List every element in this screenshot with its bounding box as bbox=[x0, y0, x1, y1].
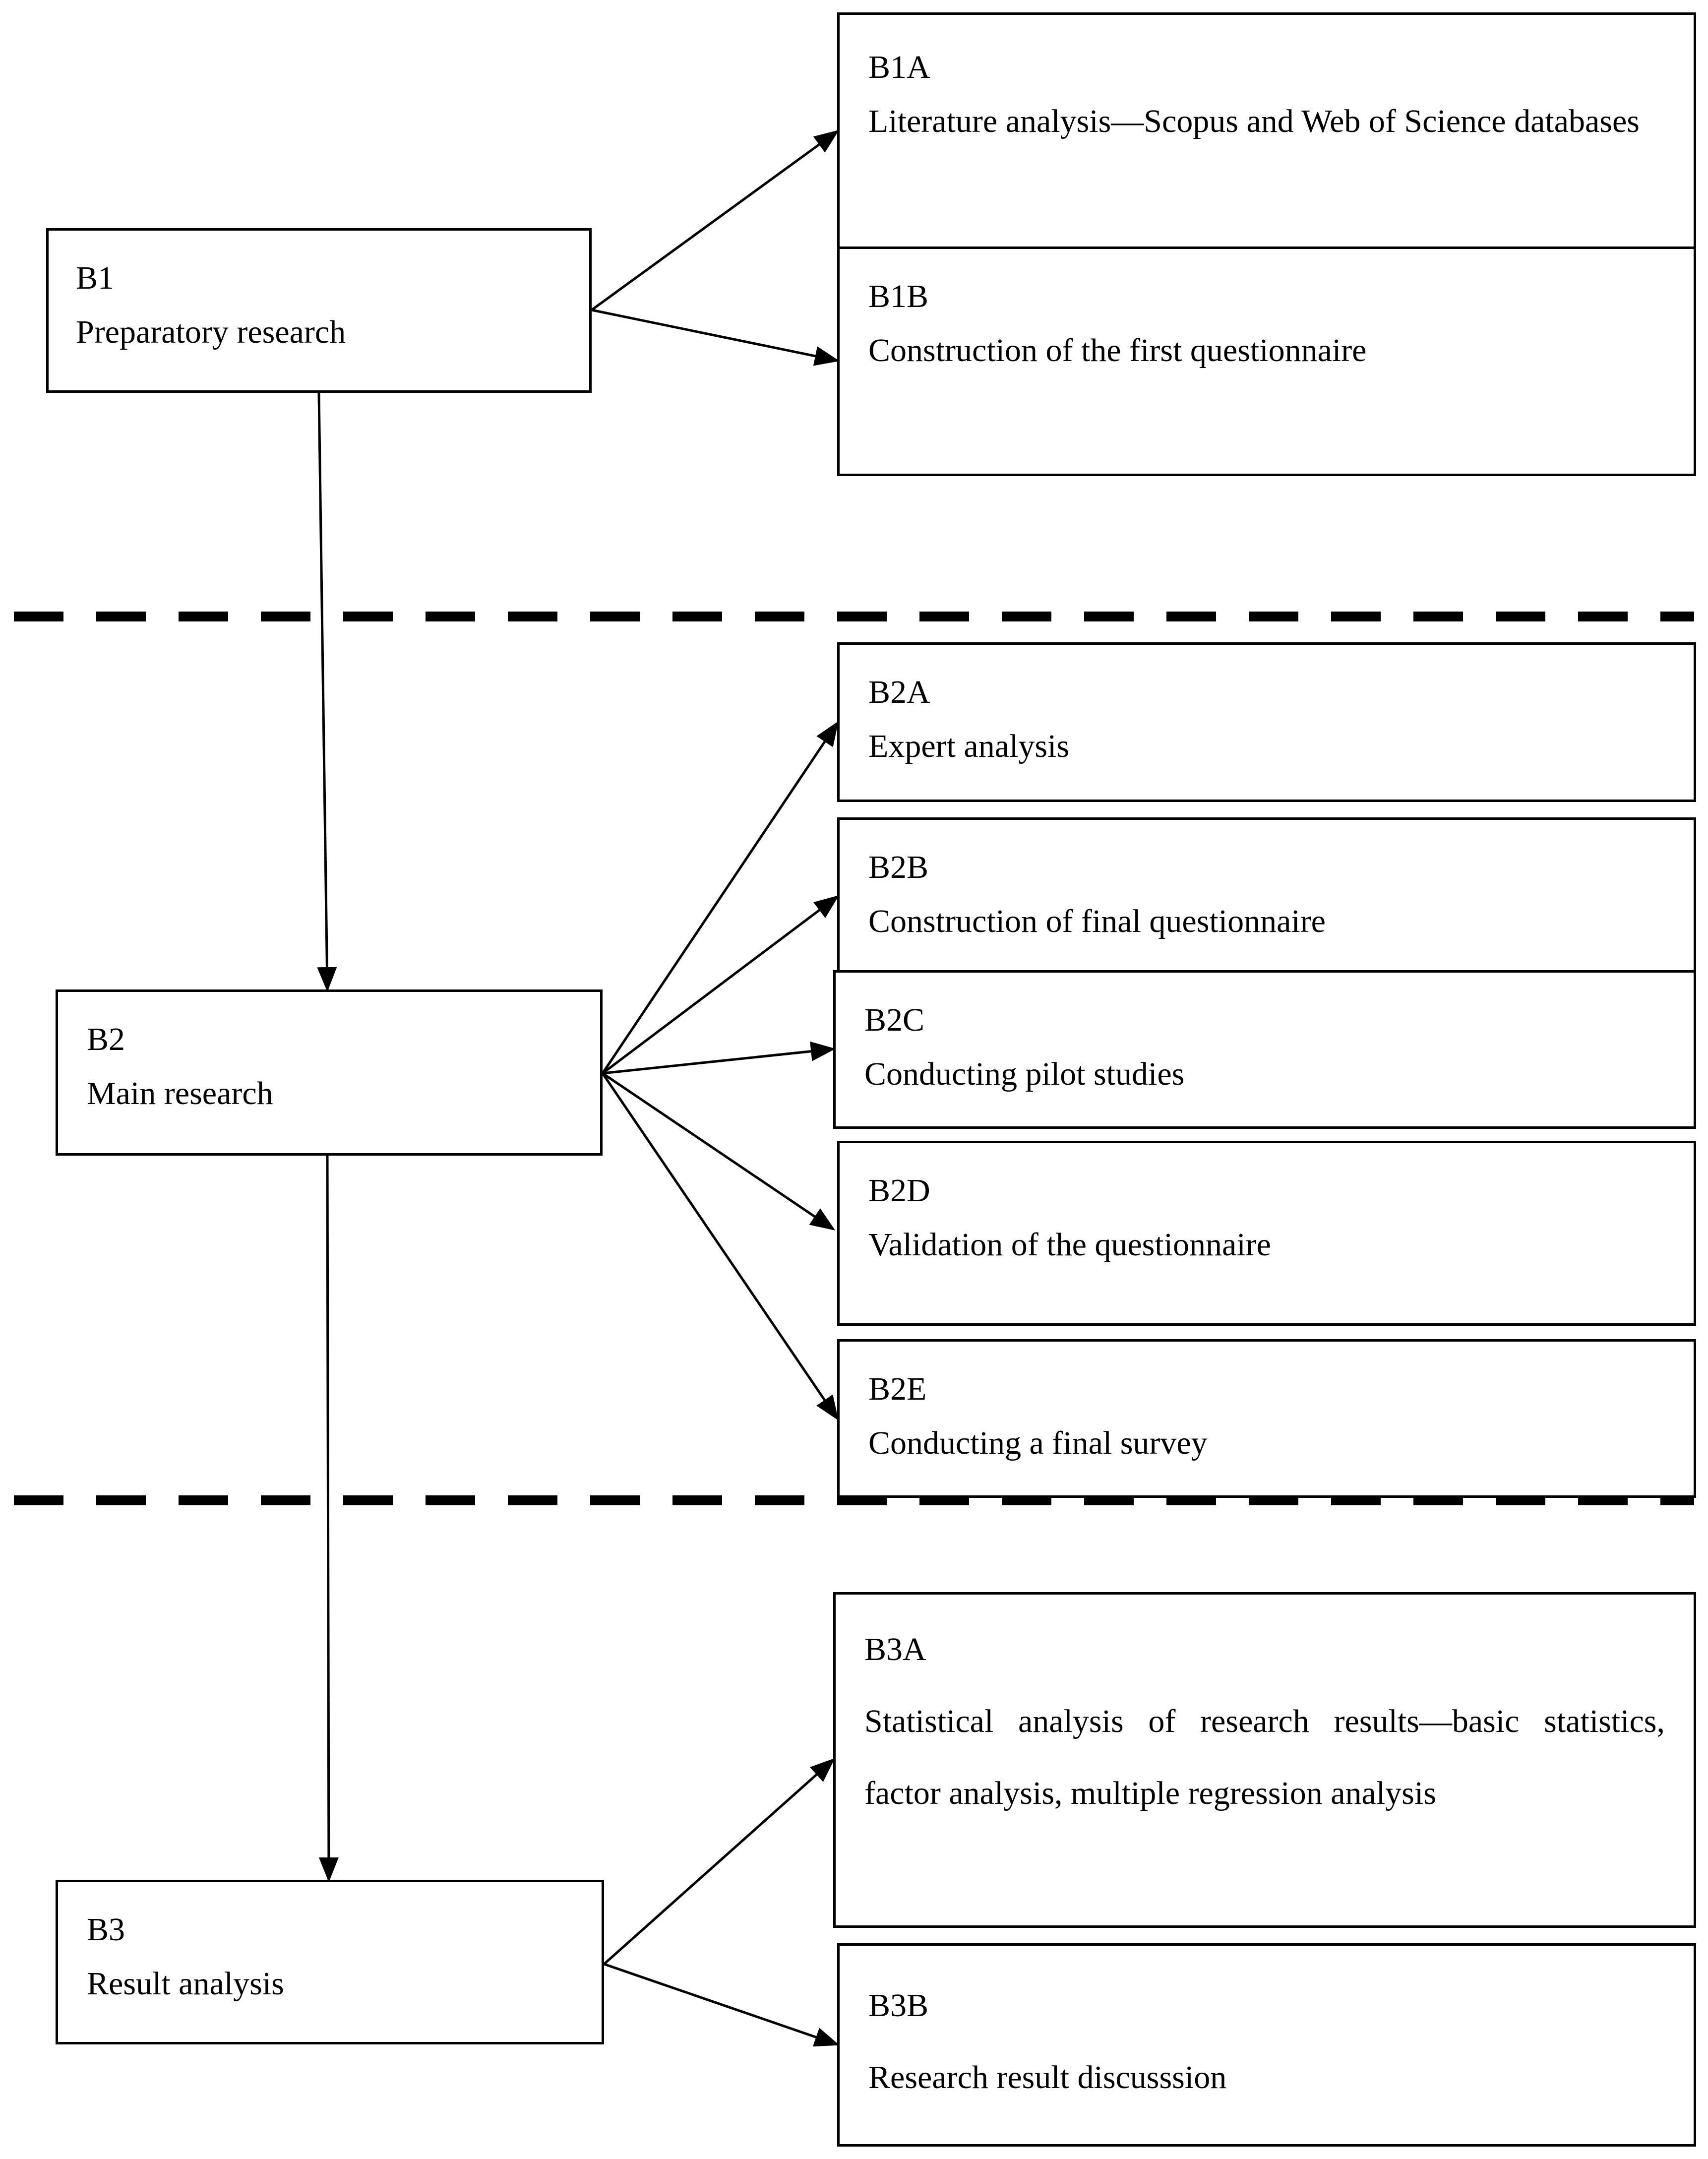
step-b3a-code: B3A bbox=[864, 1631, 926, 1667]
stage-b3-box: B3 Result analysis bbox=[56, 1880, 604, 2044]
step-b3b-label: Research result discusssion bbox=[868, 2059, 1227, 2096]
step-b2d-label: Validation of the questionnaire bbox=[868, 1226, 1271, 1263]
step-b1a-box: B1A Literature analysis—Scopus and Web o… bbox=[837, 12, 1696, 249]
arrow-b1-b2 bbox=[317, 392, 337, 992]
arrow-b3-b3b bbox=[604, 1963, 840, 2047]
stage-b1-box: B1 Preparatory research bbox=[46, 228, 592, 393]
arrow-b2-b2a bbox=[601, 721, 839, 1074]
step-b3b-code: B3B bbox=[868, 1987, 929, 2024]
step-b2e-box: B2E Conducting a final survey bbox=[837, 1339, 1696, 1498]
arrow-b2-b3 bbox=[318, 1155, 339, 1882]
step-b1b-label: Construction of the first questionnaire bbox=[868, 332, 1367, 369]
stage-b1-label: Preparatory research bbox=[76, 313, 346, 350]
stage-b2-code: B2 bbox=[87, 1021, 125, 1057]
arrow-b2-b2c bbox=[602, 1041, 836, 1075]
step-b1a-label: Literature analysis—Scopus and Web of Sc… bbox=[868, 103, 1640, 139]
step-b1b-code: B1B bbox=[868, 278, 929, 314]
step-b2e-label: Conducting a final survey bbox=[868, 1424, 1208, 1461]
step-b2b-label: Construction of final questionnaire bbox=[868, 903, 1326, 939]
step-b3a-box: B3A Statistical analysis of research res… bbox=[833, 1592, 1696, 1928]
stage-b3-label: Result analysis bbox=[87, 1965, 284, 2002]
arrow-b1-b1a bbox=[591, 130, 840, 311]
arrow-b2-b2e bbox=[601, 1072, 839, 1421]
step-b2d-code: B2D bbox=[868, 1172, 930, 1209]
stage-b1-code: B1 bbox=[76, 260, 115, 296]
arrow-b1-b1b bbox=[591, 308, 840, 366]
step-b1a-code: B1A bbox=[868, 49, 930, 85]
arrow-b2-b2b bbox=[602, 895, 839, 1074]
step-b2a-code: B2A bbox=[868, 674, 930, 710]
step-b2b-code: B2B bbox=[868, 849, 929, 885]
step-b1b-box: B1B Construction of the first questionna… bbox=[837, 247, 1696, 476]
step-b2b-box: B2B Construction of final questionnaire bbox=[837, 817, 1696, 976]
arrow-b2-b2d bbox=[602, 1072, 836, 1231]
step-b2d-box: B2D Validation of the questionnaire bbox=[837, 1141, 1696, 1326]
step-b2a-box: B2A Expert analysis bbox=[837, 642, 1696, 802]
step-b3a-label: Statistical analysis of research results… bbox=[864, 1703, 1665, 1812]
stage-b3-code: B3 bbox=[87, 1912, 125, 1948]
step-b2a-label: Expert analysis bbox=[868, 728, 1070, 764]
stage-b2-label: Main research bbox=[87, 1075, 273, 1111]
step-b3b-box: B3B Research result discusssion bbox=[837, 1943, 1696, 2147]
step-b2e-code: B2E bbox=[868, 1371, 927, 1407]
arrow-b3-b3a bbox=[603, 1758, 835, 1965]
stage-b2-box: B2 Main research bbox=[56, 989, 603, 1156]
step-b2c-code: B2C bbox=[864, 1002, 925, 1038]
step-b2c-box: B2C Conducting pilot studies bbox=[833, 970, 1696, 1129]
step-b2c-label: Conducting pilot studies bbox=[864, 1055, 1185, 1092]
